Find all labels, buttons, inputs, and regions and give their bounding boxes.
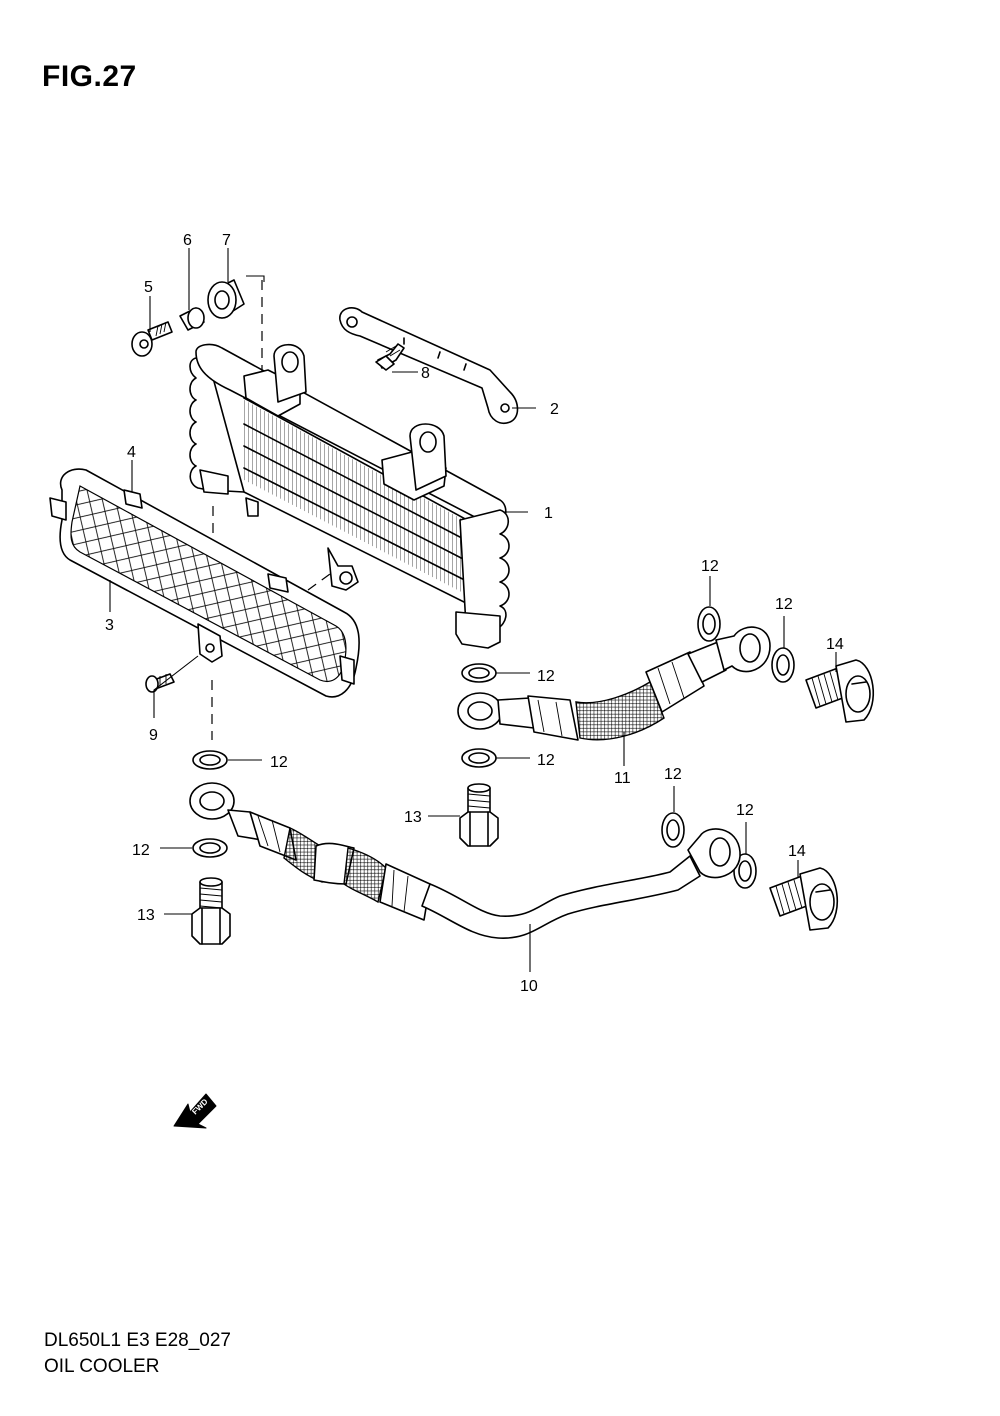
collar-6 [179, 307, 205, 331]
callout-4: 4 [127, 444, 136, 461]
washer-12-hose11-a [697, 606, 721, 642]
callout-9: 9 [149, 727, 158, 744]
callout-12-h: 12 [736, 802, 754, 819]
callout-11: 11 [614, 770, 631, 787]
callout-1: 1 [544, 505, 553, 522]
callout-2: 2 [550, 401, 559, 418]
callout-leaders [109, 248, 837, 972]
callout-7: 7 [222, 232, 231, 249]
callout-14-b: 14 [788, 843, 806, 860]
washer-12-cooler-top [461, 663, 497, 683]
model-code: DL650L1 E3 E28_027 [44, 1330, 231, 1351]
oil-hose-10 [189, 782, 741, 939]
washer-12-hose11-b [771, 647, 795, 683]
cooler-guard-grill [49, 468, 360, 698]
callout-14-a: 14 [826, 636, 844, 653]
washer-12-lower-left [192, 838, 228, 858]
washer-12-upper-left [192, 750, 228, 770]
figure-title: FIG.27 [42, 60, 137, 93]
callout-5: 5 [144, 279, 153, 296]
callout-12-g: 12 [664, 766, 682, 783]
callout-labels: 1 2 3 4 5 6 7 8 9 10 11 12 12 12 12 12 1… [105, 232, 844, 995]
callout-12-c: 12 [537, 668, 555, 685]
grommet-7 [207, 279, 245, 319]
callout-12-f: 12 [132, 842, 150, 859]
callout-13-b: 13 [137, 907, 155, 924]
callout-10: 10 [520, 978, 538, 995]
union-bolt-14-lower [769, 867, 839, 931]
callout-12-d: 12 [537, 752, 555, 769]
section-name: OIL COOLER [44, 1356, 160, 1377]
oil-cooler-core [189, 343, 510, 649]
bolt-5 [131, 321, 173, 357]
oil-hose-11 [457, 626, 771, 741]
callout-6: 6 [183, 232, 192, 249]
callout-13-a: 13 [404, 809, 422, 826]
assembly-center-lines [211, 275, 331, 740]
callout-12-e: 12 [270, 754, 288, 771]
union-bolt-13-right [459, 783, 499, 847]
cooler-bracket [339, 307, 519, 424]
washer-12-hose10-b [733, 853, 757, 889]
washer-12-hose10-a [661, 812, 685, 848]
callout-12-a: 12 [701, 558, 719, 575]
bolt-8 [375, 343, 405, 371]
callout-3: 3 [105, 617, 114, 634]
callout-8: 8 [421, 365, 430, 382]
union-bolt-13-left [191, 877, 231, 945]
union-bolt-14-upper [805, 659, 875, 723]
fwd-direction-arrow: FWD [173, 1093, 217, 1129]
washer-12-cooler-bottom [461, 748, 497, 768]
callout-12-b: 12 [775, 596, 793, 613]
screw-9 [145, 673, 175, 693]
